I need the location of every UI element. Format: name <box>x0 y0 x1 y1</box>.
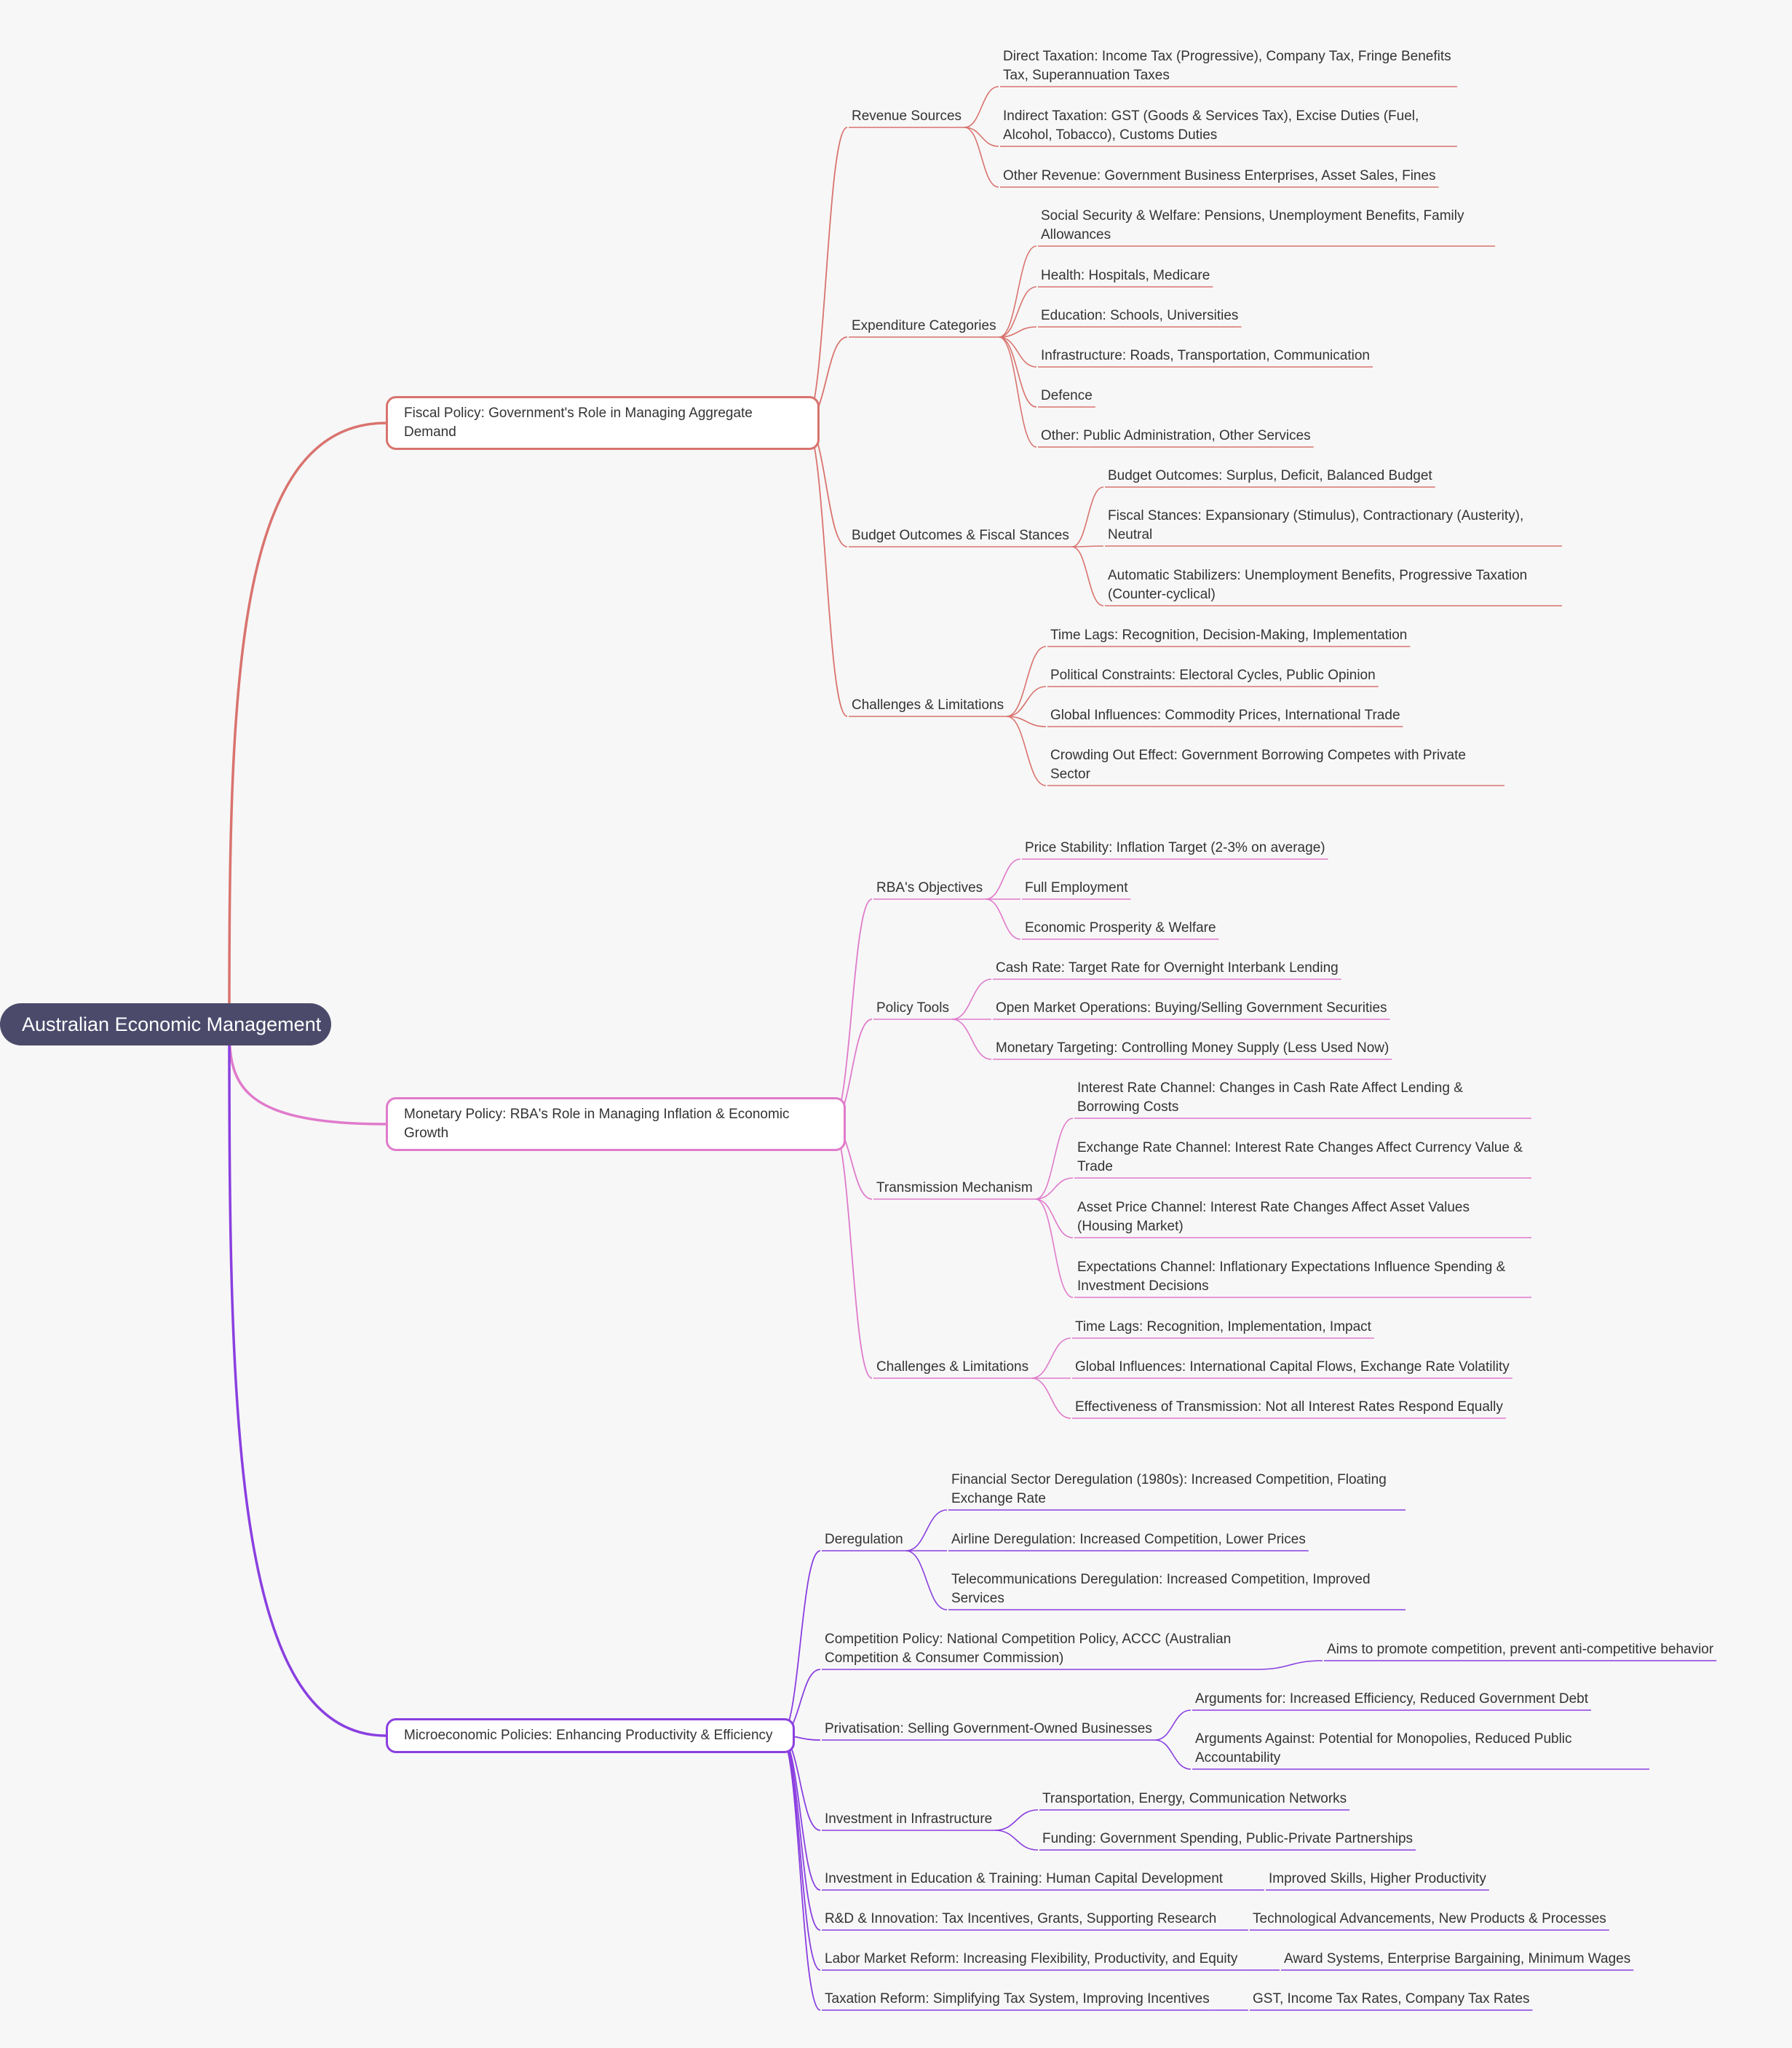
leaf-monetary-global-influences[interactable]: Global Influences: International Capital… <box>1075 1359 1510 1375</box>
leaf-direct-taxation[interactable]: Direct Taxation: Income Tax (Progressive… <box>1003 49 1451 83</box>
leaf-funding[interactable]: Funding: Government Spending, Public-Pri… <box>1042 1831 1414 1846</box>
leaf-budget-outcomes[interactable]: Budget Outcomes: Surplus, Deficit, Balan… <box>1108 468 1432 483</box>
topic-investment-education[interactable]: Investment in Education & Training: Huma… <box>825 1871 1224 1886</box>
leaf-effectiveness-transmission[interactable]: Effectiveness of Transmission: Not all I… <box>1075 1399 1503 1415</box>
branch-microeconomic-policies[interactable]: Microeconomic Policies: Enhancing Produc… <box>386 1718 795 1753</box>
leaf-crowding-out[interactable]: Crowding Out Effect: Government Borrowin… <box>1050 748 1466 782</box>
leaf-transportation-energy[interactable]: Transportation, Energy, Communication Ne… <box>1042 1791 1347 1806</box>
leaf-defence[interactable]: Defence <box>1041 388 1093 403</box>
topic-budget-outcomes[interactable]: Budget Outcomes & Fiscal Stances <box>852 528 1069 543</box>
topic-monetary-challenges[interactable]: Challenges & Limitations <box>876 1359 1029 1375</box>
leaf-promote-competition[interactable]: Aims to promote competition, prevent ant… <box>1327 1642 1714 1657</box>
leaf-interest-rate-channel[interactable]: Interest Rate Channel: Changes in Cash R… <box>1077 1080 1463 1115</box>
leaf-fiscal-time-lags[interactable]: Time Lags: Recognition, Decision-Making,… <box>1050 628 1408 643</box>
leaf-open-market-operations[interactable]: Open Market Operations: Buying/Selling G… <box>996 1000 1387 1016</box>
topic-rba-objectives[interactable]: RBA's Objectives <box>876 880 983 895</box>
leaf-expectations-channel[interactable]: Expectations Channel: Inflationary Expec… <box>1077 1260 1506 1294</box>
leaf-education[interactable]: Education: Schools, Universities <box>1041 308 1239 323</box>
topic-investment-infrastructure[interactable]: Investment in Infrastructure <box>825 1811 993 1827</box>
leaf-fiscal-global-influences[interactable]: Global Influences: Commodity Prices, Int… <box>1050 708 1400 723</box>
topic-deregulation[interactable]: Deregulation <box>825 1532 903 1547</box>
leaf-arguments-for[interactable]: Arguments for: Increased Efficiency, Red… <box>1195 1691 1589 1707</box>
leaf-asset-price-channel[interactable]: Asset Price Channel: Interest Rate Chang… <box>1077 1200 1470 1234</box>
root-node[interactable]: Australian Economic Management <box>0 1003 331 1045</box>
branch-monetary-policy[interactable]: Monetary Policy: RBA's Role in Managing … <box>386 1097 846 1151</box>
leaf-health[interactable]: Health: Hospitals, Medicare <box>1041 268 1210 283</box>
topic-privatisation[interactable]: Privatisation: Selling Government-Owned … <box>825 1721 1152 1736</box>
leaf-improved-skills[interactable]: Improved Skills, Higher Productivity <box>1269 1871 1486 1886</box>
topic-revenue-sources[interactable]: Revenue Sources <box>852 108 962 124</box>
topic-expenditure-categories[interactable]: Expenditure Categories <box>852 318 996 333</box>
topic-transmission-mechanism[interactable]: Transmission Mechanism <box>876 1180 1033 1195</box>
leaf-gst-income-tax[interactable]: GST, Income Tax Rates, Company Tax Rates <box>1253 1991 1530 2007</box>
leaf-monetary-time-lags[interactable]: Time Lags: Recognition, Implementation, … <box>1075 1319 1371 1335</box>
topic-policy-tools[interactable]: Policy Tools <box>876 1000 949 1016</box>
leaf-award-systems[interactable]: Award Systems, Enterprise Bargaining, Mi… <box>1284 1951 1631 1966</box>
topic-taxation-reform[interactable]: Taxation Reform: Simplifying Tax System,… <box>825 1991 1210 2007</box>
leaf-airline-deregulation[interactable]: Airline Deregulation: Increased Competit… <box>951 1532 1306 1547</box>
leaf-infrastructure[interactable]: Infrastructure: Roads, Transportation, C… <box>1041 348 1370 363</box>
leaf-full-employment[interactable]: Full Employment <box>1025 880 1128 895</box>
topic-fiscal-challenges[interactable]: Challenges & Limitations <box>852 697 1004 713</box>
leaf-political-constraints[interactable]: Political Constraints: Electoral Cycles,… <box>1050 668 1376 683</box>
leaf-arguments-against[interactable]: Arguments Against: Potential for Monopol… <box>1195 1731 1572 1766</box>
leaf-telecom-deregulation[interactable]: Telecommunications Deregulation: Increas… <box>951 1572 1371 1606</box>
leaf-financial-deregulation[interactable]: Financial Sector Deregulation (1980s): I… <box>951 1472 1387 1506</box>
topic-labor-market-reform[interactable]: Labor Market Reform: Increasing Flexibil… <box>825 1951 1238 1966</box>
leaf-economic-prosperity[interactable]: Economic Prosperity & Welfare <box>1025 920 1216 936</box>
leaf-other-expenditure[interactable]: Other: Public Administration, Other Serv… <box>1041 428 1311 443</box>
branch-fiscal-policy[interactable]: Fiscal Policy: Government's Role in Mana… <box>386 396 820 450</box>
leaf-other-revenue[interactable]: Other Revenue: Government Business Enter… <box>1003 168 1436 183</box>
leaf-indirect-taxation[interactable]: Indirect Taxation: GST (Goods & Services… <box>1003 108 1419 143</box>
leaf-automatic-stabilizers[interactable]: Automatic Stabilizers: Unemployment Bene… <box>1108 568 1528 602</box>
leaf-exchange-rate-channel[interactable]: Exchange Rate Channel: Interest Rate Cha… <box>1077 1140 1523 1174</box>
leaf-price-stability[interactable]: Price Stability: Inflation Target (2-3% … <box>1025 840 1325 855</box>
leaf-technological-advancements[interactable]: Technological Advancements, New Products… <box>1253 1911 1606 1926</box>
topic-competition-policy[interactable]: Competition Policy: National Competition… <box>825 1632 1232 1666</box>
leaf-cash-rate[interactable]: Cash Rate: Target Rate for Overnight Int… <box>996 960 1339 976</box>
leaf-fiscal-stances[interactable]: Fiscal Stances: Expansionary (Stimulus),… <box>1108 508 1524 542</box>
topic-rd-innovation[interactable]: R&D & Innovation: Tax Incentives, Grants… <box>825 1911 1217 1926</box>
leaf-monetary-targeting[interactable]: Monetary Targeting: Controlling Money Su… <box>996 1040 1389 1056</box>
leaf-social-security[interactable]: Social Security & Welfare: Pensions, Une… <box>1041 208 1464 242</box>
